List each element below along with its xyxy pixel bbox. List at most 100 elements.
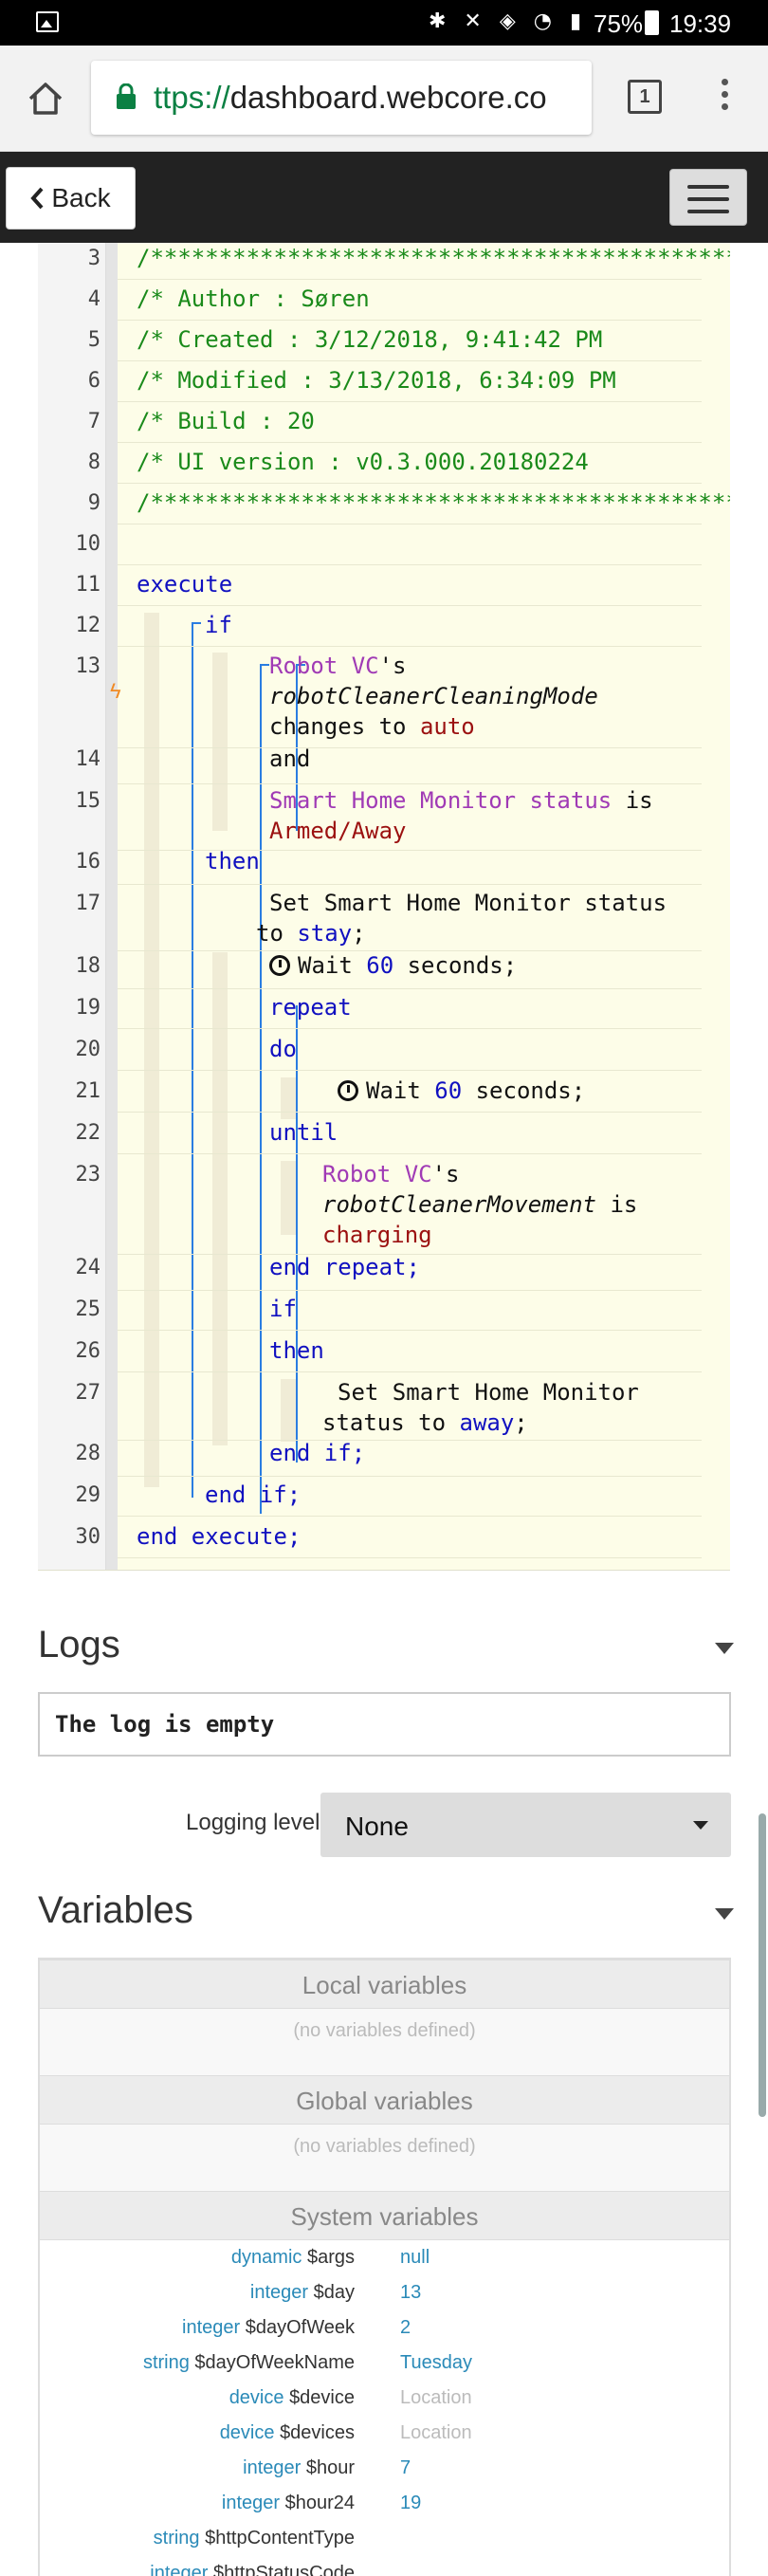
line-number: 25 (75, 1297, 101, 1321)
log-output: The log is empty (38, 1692, 731, 1757)
action-set-shm-away-target: status to away; (322, 1409, 528, 1436)
address-bar[interactable]: ttps://dashboard.webcore.co (91, 61, 592, 135)
system-variable-row: device $devices Location (219, 2422, 472, 2443)
attribute-cleaning-mode: robotCleanerCleaningMode (269, 683, 598, 709)
local-variables-header: Local variables (40, 1960, 729, 2009)
url-scheme: ttps:// (154, 80, 230, 115)
code-line-7: /* Build : 20 (137, 408, 315, 434)
code-end-repeat[interactable]: end repeat; (269, 1254, 420, 1280)
code-until[interactable]: until (269, 1119, 338, 1146)
system-variable-row: integer $hour 7 (243, 2457, 411, 2478)
piston-code-view: 3 4 5 6 7 8 9 10 11 12 13 14 15 16 17 18… (38, 243, 730, 1571)
line-number: 17 (75, 892, 101, 915)
value-armed-away: Armed/Away (269, 818, 407, 844)
battery-icon (645, 10, 659, 35)
variables-table: Local variables (no variables defined) G… (38, 1958, 731, 2576)
line-number: 5 (87, 328, 101, 352)
clock-icon (338, 1080, 358, 1101)
code-execute[interactable]: execute (137, 571, 233, 598)
operator-and[interactable]: and (269, 745, 311, 772)
browser-toolbar: ttps://dashboard.webcore.co 1 (0, 46, 768, 152)
code-if-2[interactable]: if (269, 1296, 297, 1322)
system-variable-row: integer $dayOfWeek 2 (182, 2317, 411, 2338)
line-number: 6 (87, 369, 101, 393)
action-set-shm-stay[interactable]: Set Smart Home Monitor status (269, 890, 667, 916)
line-number: 30 (75, 1525, 101, 1549)
system-variable-row: dynamic $args null (230, 2247, 430, 2268)
line-number: 4 (87, 287, 101, 311)
line-number: 10 (75, 532, 101, 556)
action-wait-2[interactable]: Wait 60 seconds; (338, 1076, 585, 1106)
line-number: 8 (87, 451, 101, 474)
code-repeat[interactable]: repeat (269, 994, 352, 1021)
back-button[interactable]: Back (6, 167, 136, 230)
action-set-shm-stay-target: to stay; (256, 920, 366, 947)
line-number: 7 (87, 410, 101, 433)
status-bar: ✱ ✕ ◈ ◔ ▮ 75% 19:39 (0, 0, 768, 46)
line-number: 22 (75, 1121, 101, 1145)
system-variable-row: integer $httpStatusCode (150, 2563, 355, 2576)
variables-collapse-caret-icon[interactable] (715, 1908, 734, 1920)
line-number: 11 (75, 573, 101, 597)
line-number-gutter (38, 243, 106, 1570)
system-variable-row: string $httpContentType (153, 2528, 355, 2548)
local-variables-empty: (no variables defined) (40, 2009, 729, 2075)
code-line-3: /***************************************… (137, 245, 730, 271)
condition-shm-status[interactable]: Smart Home Monitor status is (269, 787, 653, 814)
logging-level-label: Logging level (186, 1810, 320, 1835)
code-line-8: /* UI version : v0.3.000.20180224 (137, 449, 589, 475)
logs-collapse-caret-icon[interactable] (715, 1643, 734, 1654)
condition-robot-mode[interactable]: Robot VC's (269, 653, 407, 679)
url-text[interactable]: ttps://dashboard.webcore.co (154, 80, 580, 116)
code-line-6: /* Modified : 3/13/2018, 6:34:09 PM (137, 367, 616, 394)
back-label: Back (51, 183, 111, 212)
line-number: 21 (75, 1079, 101, 1103)
action-set-shm-away[interactable]: Set Smart Home Monitor (338, 1379, 639, 1406)
code-end-if-inner[interactable]: end if; (269, 1440, 366, 1466)
line-number: 18 (75, 954, 101, 978)
condition-robot-movement[interactable]: Robot VC's (322, 1161, 460, 1187)
image-notification-icon (36, 11, 59, 32)
line-number: 15 (75, 789, 101, 813)
line-number: 19 (75, 996, 101, 1020)
browser-menu-icon[interactable] (713, 74, 736, 121)
value-charging: charging (322, 1222, 432, 1248)
code-line-5: /* Created : 3/12/2018, 9:41:42 PM (137, 326, 603, 353)
code-then-2[interactable]: then (269, 1337, 324, 1364)
system-variable-row: string $dayOfWeekName Tuesday (142, 2352, 472, 2373)
code-end-if[interactable]: end if; (205, 1481, 302, 1508)
line-number: 14 (75, 747, 101, 771)
line-number: 13 (75, 654, 101, 678)
line-number: 26 (75, 1339, 101, 1363)
logging-level-value: None (345, 1812, 409, 1841)
chevron-down-icon (693, 1821, 708, 1830)
logging-level-select[interactable]: None (320, 1793, 731, 1857)
system-variables-header: System variables (40, 2191, 729, 2240)
line-number: 28 (75, 1442, 101, 1465)
line-number: 27 (75, 1381, 101, 1405)
line-number: 20 (75, 1038, 101, 1061)
home-icon[interactable] (27, 80, 64, 118)
global-variables-header: Global variables (40, 2075, 729, 2125)
page-scrollbar[interactable] (759, 1813, 766, 2117)
chevron-left-icon (30, 187, 44, 210)
lightning-trigger-icon: ϟ (110, 679, 121, 703)
line-number: 12 (75, 614, 101, 637)
code-do[interactable]: do (269, 1036, 297, 1062)
line-number: 23 (75, 1163, 101, 1187)
clock: 19:39 (669, 9, 732, 38)
tabs-count-button[interactable]: 1 (628, 80, 662, 114)
action-wait-1[interactable]: Wait 60 seconds; (269, 950, 517, 981)
code-if[interactable]: if (205, 612, 232, 638)
status-icons: ✱ ✕ ◈ ◔ ▮ (429, 9, 588, 33)
global-variables-empty: (no variables defined) (40, 2125, 729, 2191)
app-navbar: Back (0, 152, 768, 243)
hamburger-menu-button[interactable] (669, 169, 747, 226)
code-line-9: /***************************************… (137, 489, 730, 516)
line-number: 16 (75, 850, 101, 874)
system-variable-row: integer $hour24 19 (221, 2493, 422, 2513)
lock-icon (117, 83, 136, 109)
code-end-execute[interactable]: end execute; (137, 1523, 302, 1550)
system-variable-row: device $device Location (229, 2387, 472, 2408)
code-then[interactable]: then (205, 848, 260, 874)
